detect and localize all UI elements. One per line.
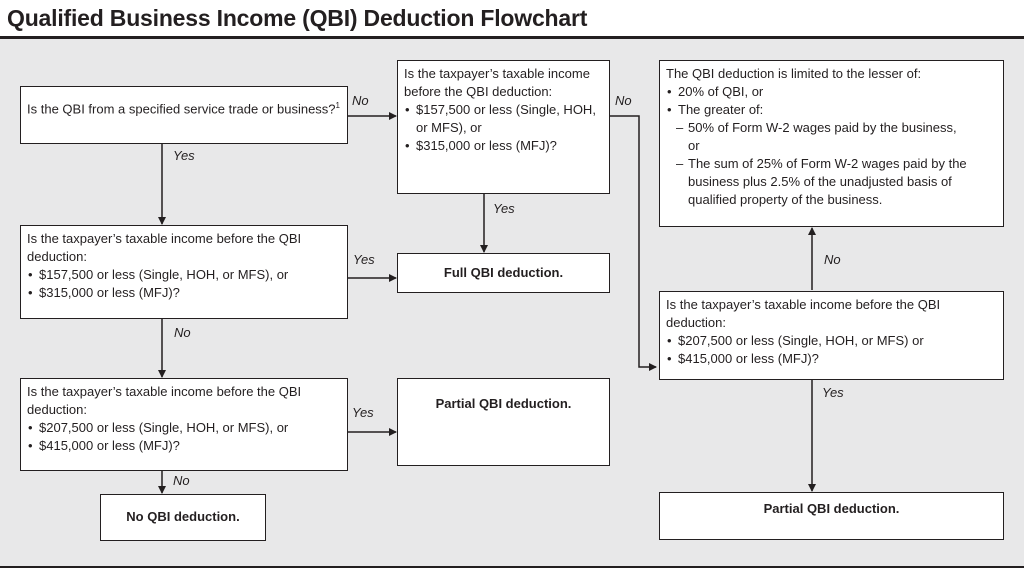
edge-label-yes: Yes <box>822 385 844 400</box>
node-partial-deduction-left-text: Partial QBI deduction. <box>435 396 572 411</box>
node-income-high-sstb: Is the taxpayer’s taxable income before … <box>20 378 348 471</box>
node-income-low-nonsstb-question: Is the taxpayer’s taxable income before … <box>404 66 590 99</box>
title-rule <box>0 36 1024 39</box>
node-full-deduction: Full QBI deduction. <box>397 253 610 293</box>
node-income-high-sstb-question: Is the taxpayer’s taxable income before … <box>27 384 302 417</box>
node-income-low-sstb-bullet: $315,000 or less (MFJ)? <box>27 284 341 302</box>
node-income-low-sstb: Is the taxpayer’s taxable income before … <box>20 225 348 319</box>
footnote-marker: 1 <box>335 101 340 110</box>
node-deduction-limit-subitem: The sum of 25% of Form W-2 wages paid by… <box>666 155 997 209</box>
node-income-low-sstb-question: Is the taxpayer’s taxable income before … <box>27 231 302 264</box>
node-deduction-limit-subitem: 50% of Form W-2 wages paid by the busine… <box>666 119 997 137</box>
node-partial-deduction-left: Partial QBI deduction. <box>397 378 610 466</box>
node-partial-deduction-right-text: Partial QBI deduction. <box>763 501 900 516</box>
node-income-high-nonsstb-bullet: $207,500 or less (Single, HOH, or MFS) o… <box>666 332 997 350</box>
node-sstb-text: Is the QBI from a specified service trad… <box>27 101 336 117</box>
node-partial-deduction-right: Partial QBI deduction. <box>659 492 1004 540</box>
bottom-rule <box>0 566 1024 568</box>
node-income-high-nonsstb-bullet: $415,000 or less (MFJ)? <box>666 350 997 368</box>
node-income-low-nonsstb: Is the taxpayer’s taxable income before … <box>397 60 610 194</box>
node-deduction-limit-subitem-cont: or <box>688 138 700 153</box>
node-deduction-limit-bullet: The greater of: <box>666 101 997 119</box>
node-sstb-question: Is the QBI from a specified service trad… <box>20 86 348 144</box>
node-full-deduction-text: Full QBI deduction. <box>443 265 564 280</box>
edge-label-yes: Yes <box>352 405 374 420</box>
node-no-deduction: No QBI deduction. <box>100 494 266 541</box>
edge-label-yes: Yes <box>493 201 515 216</box>
edge-label-no: No <box>173 473 190 488</box>
edge-label-no: No <box>174 325 191 340</box>
node-no-deduction-text: No QBI deduction. <box>126 509 240 524</box>
edge-low-nonsstb-no <box>609 115 657 371</box>
edge-label-yes: Yes <box>353 252 375 267</box>
node-deduction-limit-bullet: 20% of QBI, or <box>666 83 997 101</box>
node-income-low-nonsstb-bullet: $315,000 or less (MFJ)? <box>404 137 603 155</box>
node-income-low-sstb-bullet: $157,500 or less (Single, HOH, or MFS), … <box>27 266 341 284</box>
node-income-low-nonsstb-bullet: $157,500 or less (Single, HOH, or MFS), … <box>404 101 603 137</box>
page-title: Qualified Business Income (QBI) Deductio… <box>7 5 588 31</box>
edge-label-no: No <box>824 252 841 267</box>
node-deduction-limit: The QBI deduction is limited to the less… <box>659 60 1004 227</box>
node-deduction-limit-intro: The QBI deduction is limited to the less… <box>666 66 922 81</box>
edge-label-yes: Yes <box>173 148 195 163</box>
node-income-high-nonsstb: Is the taxpayer’s taxable income before … <box>659 291 1004 380</box>
edge-label-no: No <box>615 93 632 108</box>
node-income-high-sstb-bullet: $415,000 or less (MFJ)? <box>27 437 341 455</box>
node-income-high-nonsstb-question: Is the taxpayer’s taxable income before … <box>666 297 941 330</box>
node-income-high-sstb-bullet: $207,500 or less (Single, HOH, or MFS), … <box>27 419 341 437</box>
edge-label-no: No <box>352 93 369 108</box>
